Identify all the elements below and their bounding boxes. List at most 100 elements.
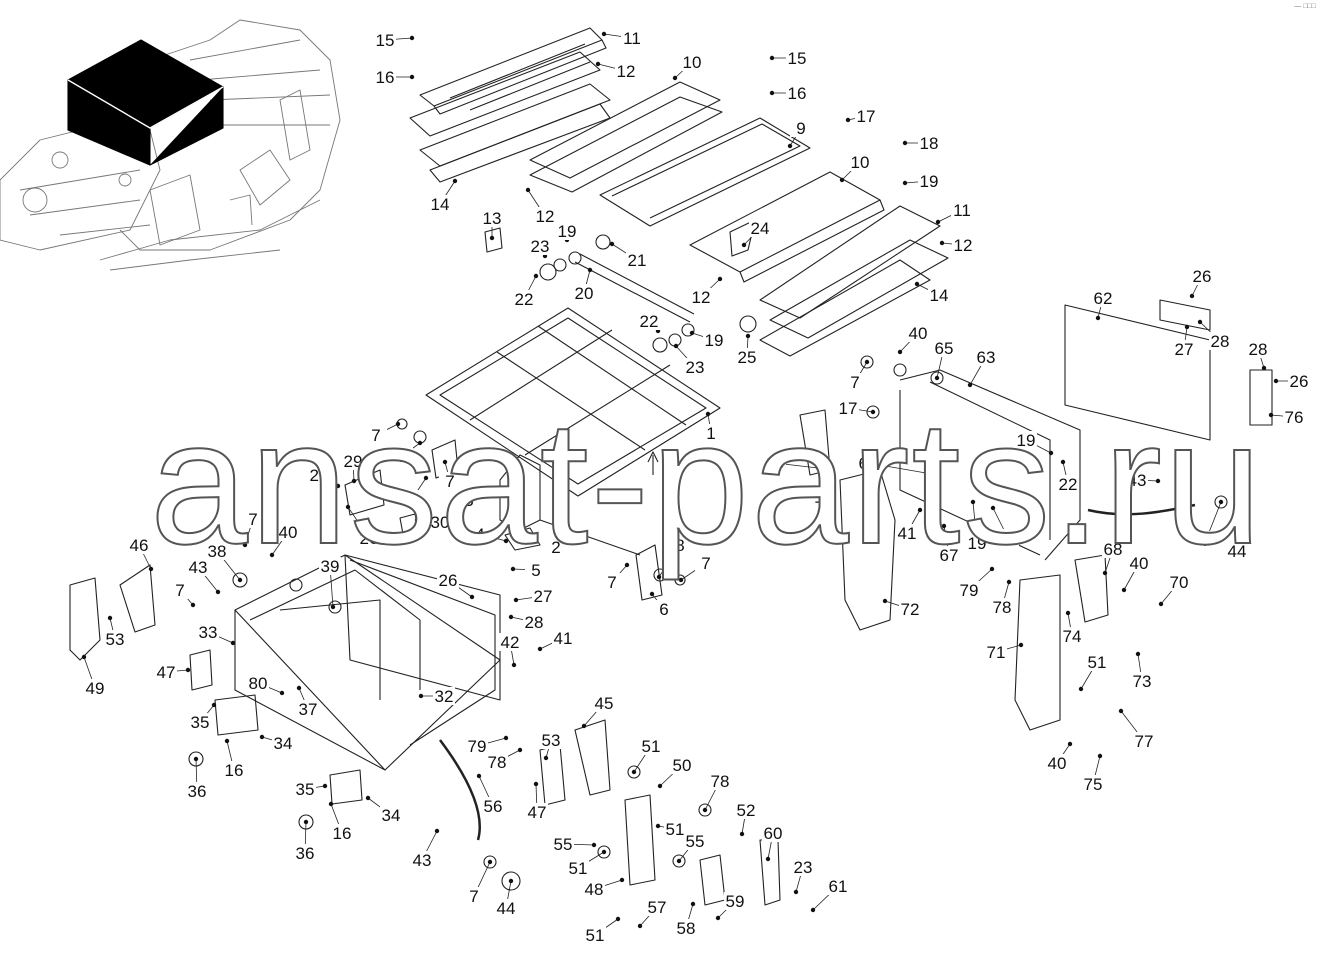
label-background bbox=[813, 498, 835, 516]
leader-dot bbox=[508, 878, 514, 884]
part-number-label: 36 bbox=[188, 782, 207, 801]
label-background bbox=[671, 756, 693, 774]
callout-23: 23 bbox=[673, 343, 706, 377]
callout-37: 37 bbox=[296, 685, 319, 719]
label-background bbox=[411, 851, 433, 869]
label-background bbox=[1061, 627, 1083, 645]
leader-dot bbox=[1273, 378, 1279, 384]
part-number-label: 73 bbox=[1133, 672, 1152, 691]
label-background bbox=[786, 84, 808, 102]
label-background bbox=[958, 581, 980, 599]
part-number-label: 56 bbox=[484, 797, 503, 816]
leader-dot bbox=[452, 178, 458, 184]
label-background bbox=[319, 557, 341, 575]
label-background bbox=[626, 251, 648, 269]
label-background bbox=[482, 797, 504, 815]
callout-67: 67 bbox=[938, 523, 960, 565]
leader-dot bbox=[765, 856, 771, 862]
leader-dot bbox=[330, 604, 336, 610]
part-number-label: 53 bbox=[542, 731, 561, 750]
leader-dot bbox=[702, 807, 708, 813]
callout-78: 78 bbox=[486, 747, 523, 772]
roof-bar-13 bbox=[484, 227, 503, 253]
label-background bbox=[499, 633, 521, 651]
leader-dot bbox=[395, 421, 401, 427]
callout-16: 16 bbox=[769, 84, 808, 103]
label-background bbox=[308, 466, 330, 484]
label-background bbox=[374, 31, 396, 49]
label-background bbox=[951, 201, 973, 219]
label-background bbox=[429, 513, 451, 531]
label-background bbox=[899, 600, 921, 618]
leader-dot bbox=[672, 75, 678, 81]
leader-dot bbox=[1048, 450, 1054, 456]
label-background bbox=[1133, 732, 1155, 750]
callout-45: 45 bbox=[581, 694, 615, 729]
part-number-label: 7 bbox=[850, 373, 859, 392]
roof-panel-12-left bbox=[409, 51, 611, 183]
label-background bbox=[690, 288, 712, 306]
part-number-label: 7 bbox=[371, 426, 380, 445]
part-number-label: 23 bbox=[686, 358, 705, 377]
callout-51: 51 bbox=[631, 737, 662, 775]
leader-dot bbox=[787, 143, 793, 149]
callout-63: 63 bbox=[967, 348, 997, 388]
leader-dot bbox=[705, 411, 711, 417]
label-background bbox=[736, 348, 758, 366]
callout-35: 35 bbox=[189, 702, 217, 732]
callout-6: 6 bbox=[401, 475, 429, 509]
leader-dot bbox=[525, 187, 531, 193]
leader-dot bbox=[504, 485, 510, 491]
label-background bbox=[664, 820, 686, 838]
callout-44: 44 bbox=[495, 878, 517, 918]
part-number-label: 77 bbox=[1135, 732, 1154, 751]
part-number-label: 43 bbox=[413, 851, 432, 870]
leader-dot bbox=[322, 783, 328, 789]
label-background bbox=[534, 207, 556, 225]
callout-40: 40 bbox=[1046, 741, 1073, 773]
callout-79: 79 bbox=[958, 566, 995, 600]
cab-roof-highlight bbox=[67, 39, 224, 166]
label-background bbox=[331, 824, 353, 842]
label-background bbox=[762, 824, 784, 842]
label-background bbox=[991, 598, 1013, 616]
callout-51: 51 bbox=[655, 820, 686, 839]
callout-3: 3 bbox=[458, 485, 510, 510]
roof-frame-1 bbox=[425, 307, 721, 497]
callout-47: 47 bbox=[155, 663, 191, 682]
label-background bbox=[695, 554, 717, 572]
leader-dot bbox=[345, 504, 351, 510]
callout-22: 22 bbox=[513, 273, 539, 309]
label-background bbox=[223, 761, 245, 779]
roof-panel-11-right bbox=[759, 205, 949, 357]
leader-dot bbox=[637, 923, 643, 929]
callout-27: 27 bbox=[1173, 324, 1195, 359]
callout-60: 60 bbox=[762, 824, 784, 862]
leader-dot bbox=[1018, 642, 1024, 648]
callout-12: 12 bbox=[595, 61, 637, 81]
label-background bbox=[735, 801, 757, 819]
label-background bbox=[84, 679, 106, 697]
leader-dot bbox=[601, 31, 607, 37]
part-number-label: 47 bbox=[528, 803, 547, 822]
part-number-label: 27 bbox=[534, 587, 553, 606]
callout-6: 6 bbox=[649, 591, 675, 619]
leader-dot bbox=[237, 577, 243, 583]
part-number-label: 65 bbox=[935, 339, 954, 358]
part-number-label: 16 bbox=[225, 761, 244, 780]
label-background bbox=[1131, 672, 1153, 690]
part-number-label: 44 bbox=[497, 899, 516, 918]
callout-9: 9 bbox=[787, 119, 812, 149]
callout-42: 42 bbox=[499, 633, 521, 668]
part-number-label: 78 bbox=[711, 772, 730, 791]
part-number-label: 66 bbox=[999, 529, 1018, 548]
label-background bbox=[437, 571, 459, 589]
callout-66: 66 bbox=[990, 505, 1019, 548]
part-number-label: 27 bbox=[1175, 340, 1194, 359]
leader-dot bbox=[211, 702, 217, 708]
leader-dot bbox=[990, 505, 996, 511]
callout-7: 7 bbox=[365, 421, 401, 445]
callout-7: 7 bbox=[169, 581, 196, 608]
leader-dot bbox=[365, 795, 371, 801]
